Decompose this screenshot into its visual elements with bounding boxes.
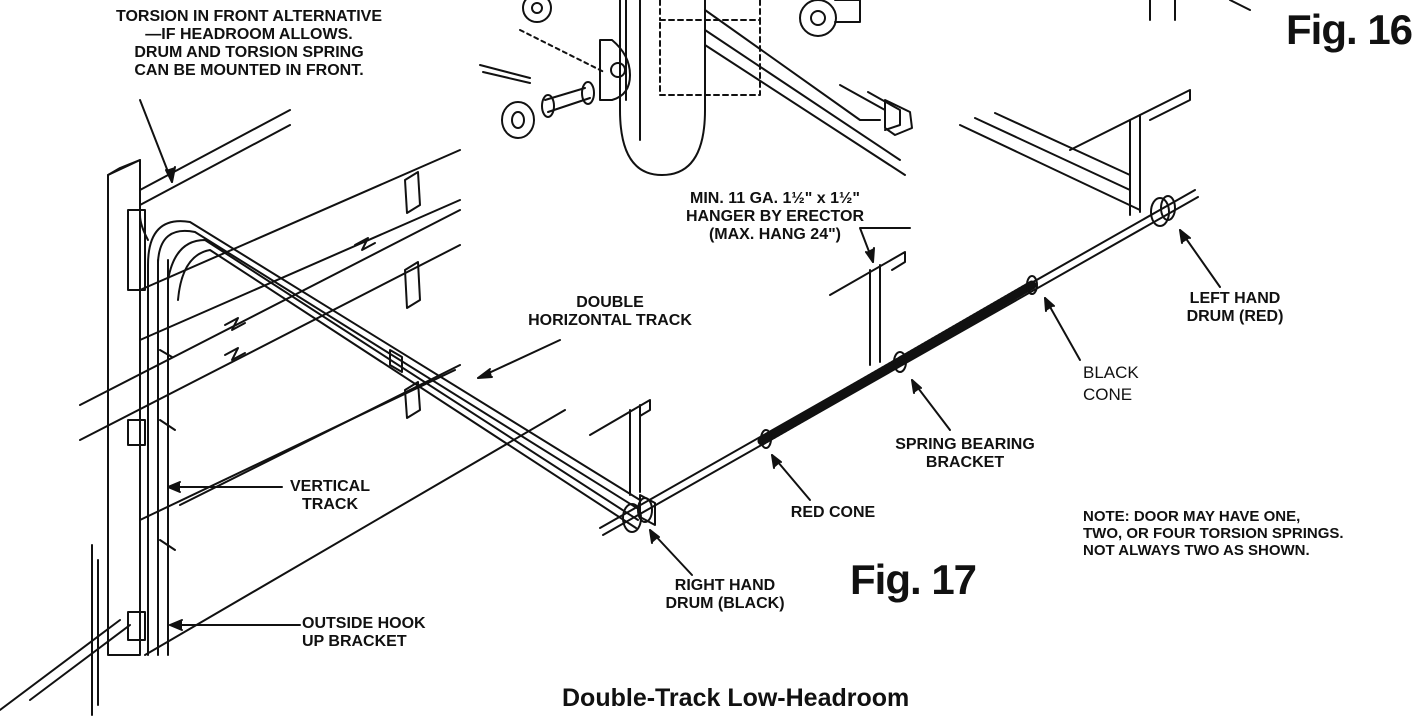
label-torsion-front: TORSION IN FRONT ALTERNATIVE —IF HEADROO…: [115, 8, 383, 79]
horizontal-double-track: [147, 220, 656, 529]
label-black-cone: BLACK CONE: [1083, 363, 1139, 404]
springs-note: NOTE: DOOR MAY HAVE ONE, TWO, OR FOUR TO…: [1083, 508, 1344, 559]
label-outside-hook-up-bracket: OUTSIDE HOOK UP BRACKET: [302, 615, 426, 650]
label-spring-bearing-bracket: SPRING BEARING BRACKET: [895, 436, 1035, 471]
panel-hinges: [404, 171, 421, 419]
label-double-horizontal-track: DOUBLE HORIZONTAL TRACK: [528, 294, 692, 329]
vertical-track: [127, 209, 176, 656]
fig17-label: Fig. 17: [850, 556, 977, 603]
label-right-hand-drum: RIGHT HAND DRUM (BLACK): [665, 577, 785, 612]
diagram-caption: Double-Track Low-Headroom: [562, 684, 910, 712]
label-vertical-track: VERTICAL TRACK: [290, 478, 370, 513]
fig16-label: Fig. 16: [1286, 6, 1413, 53]
label-red-cone: RED CONE: [790, 504, 876, 521]
wall-lines: [79, 109, 566, 656]
label-hanger: MIN. 11 GA. 1½" x 1½" HANGER BY ERECTOR …: [685, 190, 865, 243]
hangers: [589, 89, 1191, 496]
door-jamb: [0, 159, 141, 716]
leader-lines: [139, 99, 1221, 631]
fig16-drum-assembly: [479, 0, 1251, 176]
label-left-hand-drum: LEFT HAND DRUM (RED): [1186, 290, 1284, 325]
torsion-shaft: [599, 189, 1199, 536]
